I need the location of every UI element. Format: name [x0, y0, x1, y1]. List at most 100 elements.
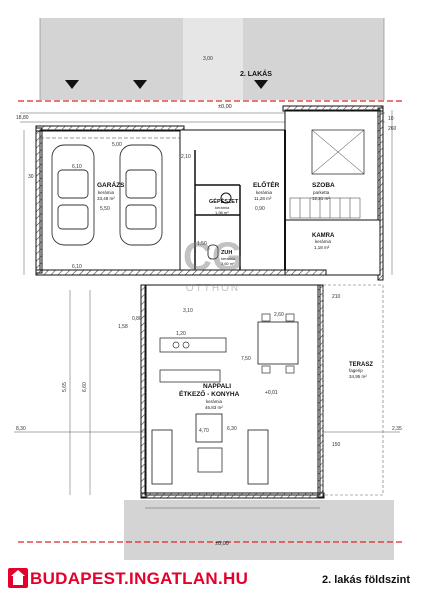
shower-area: 3,60 m²: [221, 261, 235, 266]
garage-label: GARÁZS kerámia 33,48 m²: [97, 180, 125, 201]
dimension-label: 3,10: [183, 308, 193, 314]
garage-material: kerámia: [98, 190, 115, 195]
entrance-arrow: [254, 80, 268, 89]
stairs: [289, 197, 361, 219]
bed: [311, 129, 365, 175]
dimension-label: 4,70: [199, 428, 209, 434]
dimension-label: 2,35: [392, 426, 402, 432]
dimension-label: 5,00: [112, 142, 122, 148]
living-wall-right: [317, 284, 324, 498]
garage-wall-bottom: [35, 269, 327, 276]
watermark-text: OTTHON: [185, 283, 241, 294]
watermark: CG OTTHON: [178, 237, 248, 294]
dimension-label: 0,80: [132, 316, 142, 322]
entrance-arrow: [65, 80, 79, 89]
bedroom-area: 12,21 m²: [312, 196, 330, 201]
brand-text: BUDAPEST.INGATLAN.HU: [30, 569, 249, 588]
dimension-label: 6,30: [227, 426, 237, 432]
floor-plan: 2. LAKÁS: [10, 18, 404, 560]
bedroom-label: SZOBA parketta 12,21 m²: [312, 182, 335, 201]
closet-room: [284, 219, 381, 276]
dimension-label: 6,10: [72, 164, 82, 170]
shower-material: kerámia: [221, 256, 236, 261]
hall-name: ELŐTÉR: [253, 180, 280, 189]
cooktop: [172, 341, 190, 349]
terrace-label: TERASZ fagerip 34,95 m²: [349, 362, 373, 379]
car: [119, 144, 163, 246]
hall-room: [179, 129, 286, 271]
hall-material: kerámia: [256, 190, 273, 195]
terrace-name: TERASZ: [349, 362, 373, 368]
dimension-label: 260: [388, 126, 397, 132]
dimension-label: 7,50: [241, 356, 251, 362]
garage-wall-top: [35, 125, 185, 132]
living-wall-left: [140, 284, 147, 498]
living-name2: ÉTKEZŐ - KONYHA: [179, 389, 240, 398]
house-icon: [8, 568, 28, 588]
living-name: NAPPALI: [203, 383, 231, 390]
mech-label: GÉPÉSZET kerámia 1,98 m²: [209, 197, 239, 215]
kitchen-island: [159, 369, 221, 383]
bedroom-wall-top: [282, 105, 384, 112]
dimension-label: 5,50: [100, 206, 110, 212]
dimension-label: 30: [28, 174, 34, 180]
driveway-gap: [183, 18, 243, 100]
dimension-label: 1,20: [176, 331, 186, 337]
dimension-label: 1,58: [118, 324, 128, 330]
car: [51, 144, 95, 246]
dimension-label: 6,60: [82, 382, 88, 392]
entrance-arrow: [133, 80, 147, 89]
living-room: [144, 284, 321, 496]
dimension-label: 150: [332, 442, 341, 448]
level-marker-top: ±0,00: [218, 104, 232, 110]
bedroom-material: parketta: [313, 190, 330, 195]
sofa: [151, 413, 269, 485]
level-marker-floor: +0,01: [265, 390, 278, 396]
mech-name: GÉPÉSZET: [209, 197, 239, 205]
garage-area: 33,48 m²: [97, 196, 115, 201]
dimension-label: 18,80: [16, 115, 29, 121]
rear-garden: [10, 500, 124, 560]
garage-wall-left: [35, 127, 43, 274]
dimension-label: 2,60: [274, 312, 284, 318]
living-label: NAPPALI ÉTKEZŐ - KONYHA kerámia 46,83 m²: [179, 383, 240, 410]
dining-chair: [261, 313, 295, 374]
rear-paving: [124, 500, 394, 560]
living-area: 46,83 m²: [205, 405, 223, 410]
dimension-label: 1,50: [197, 241, 207, 247]
level-marker-bottom: ±0,00: [215, 541, 229, 547]
brand-logo[interactable]: BUDAPEST.INGATLAN.HU: [8, 568, 248, 589]
wc: [207, 244, 219, 260]
footer: BUDAPEST.INGATLAN.HU 2. lakás földszint: [0, 560, 422, 600]
plan-caption: 2. lakás földszint: [321, 574, 410, 586]
unit-label: 2. LAKÁS: [240, 69, 272, 78]
closet-label: KAMRA kerámia 1,18 m²: [312, 233, 335, 250]
kitchen-counter: [159, 337, 227, 353]
dimension-label: 2,10: [181, 154, 191, 160]
living-wall-bottom: [140, 492, 325, 499]
dimension-label: 210: [332, 294, 341, 300]
closet-area: 1,18 m²: [314, 245, 330, 250]
terrace-material: fagerip: [349, 368, 363, 373]
garage-name: GARÁZS: [97, 180, 125, 189]
hall-area: 11,28 m²: [254, 196, 272, 201]
shower-name: ZUH: [221, 250, 232, 256]
hall-label: ELŐTÉR kerámia 11,28 m²: [253, 180, 280, 201]
closet-name: KAMRA: [312, 233, 335, 239]
dimension-label: 0,90: [255, 206, 265, 212]
dimension-label: 3,00: [203, 56, 213, 62]
terrace-area: [322, 284, 384, 496]
dimension-label: 6,10: [72, 264, 82, 270]
dining-table: [257, 321, 299, 365]
living-material: kerámia: [206, 399, 223, 404]
closet-material: kerámia: [315, 239, 332, 244]
bedroom-room: [284, 109, 381, 221]
mech-material: kerámia: [215, 205, 230, 210]
shower-label: ZUH kerámia 3,60 m²: [221, 250, 236, 266]
coffee-table: [197, 447, 223, 473]
terrace-area: 34,95 m²: [349, 374, 367, 379]
dimension-label: 10: [388, 116, 394, 122]
mech-area: 1,98 m²: [215, 210, 229, 215]
bedroom-name: SZOBA: [312, 182, 335, 189]
bed-line: [311, 129, 365, 175]
